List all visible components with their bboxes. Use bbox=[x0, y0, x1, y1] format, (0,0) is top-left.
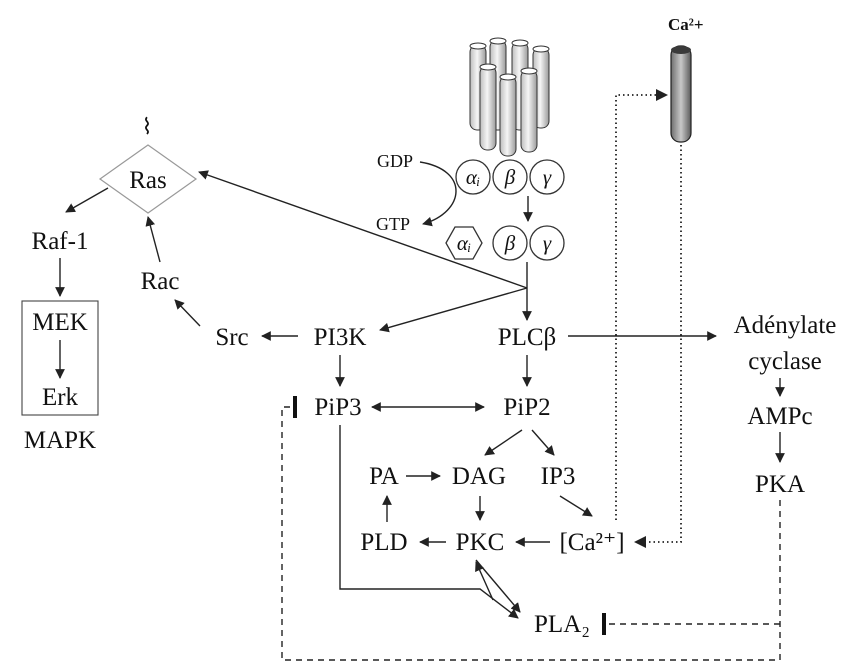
ampc-label: AMPc bbox=[747, 403, 812, 430]
calcium-feedback-dotted bbox=[615, 89, 682, 548]
beta-label: β bbox=[504, 165, 516, 189]
pkc-label: PKC bbox=[456, 529, 505, 556]
rac-label: Rac bbox=[141, 268, 180, 295]
pip3-label: PiP3 bbox=[314, 394, 361, 421]
calcium-channel-icon bbox=[670, 45, 692, 143]
pka-label: PKA bbox=[755, 471, 805, 498]
dag-label: DAG bbox=[452, 463, 506, 490]
pla2-label: PLA₂ bbox=[534, 611, 590, 638]
plcb-label: PLCβ bbox=[498, 324, 557, 351]
adenylate-label: Adénylate bbox=[734, 312, 837, 339]
gdp-label: GDP bbox=[377, 151, 413, 171]
pathway-arrows bbox=[55, 170, 785, 619]
ca-channel-label: Ca²+ bbox=[668, 15, 704, 34]
raf1-label: Raf-1 bbox=[32, 228, 89, 255]
pip2-label: PiP2 bbox=[503, 394, 550, 421]
cyclase-label: cyclase bbox=[748, 348, 822, 375]
pka-inhibition-dashed bbox=[281, 396, 781, 661]
mapk-box bbox=[21, 300, 99, 416]
alpha-i-active-label: αᵢ bbox=[457, 231, 471, 255]
pi3k-label: PI3K bbox=[314, 324, 367, 351]
beta-free-label: β bbox=[504, 231, 516, 255]
src-label: Src bbox=[215, 324, 248, 351]
ca-intracellular-label: [Ca²⁺] bbox=[559, 529, 624, 556]
erk-label: Erk bbox=[42, 384, 79, 411]
alpha-i-label: αᵢ bbox=[466, 165, 480, 189]
gamma-free-label: γ bbox=[543, 231, 552, 255]
alpha-i-gtp-hexagon bbox=[445, 226, 483, 260]
ip3-label: IP3 bbox=[541, 463, 576, 490]
pa-label: PA bbox=[369, 463, 399, 490]
lipid-anchor-icon: ⌇ bbox=[142, 114, 153, 139]
gamma-label: γ bbox=[543, 165, 552, 189]
g-protein-heterotrimer bbox=[455, 159, 565, 195]
gpcr-receptor-icon bbox=[469, 37, 550, 157]
ras-diamond bbox=[98, 144, 198, 214]
beta-gamma-dimer bbox=[492, 225, 565, 261]
pld-label: PLD bbox=[360, 529, 407, 556]
ras-label: Ras bbox=[129, 167, 167, 194]
mapk-label: MAPK bbox=[24, 427, 96, 454]
mek-label: MEK bbox=[32, 309, 88, 336]
gtp-label: GTP bbox=[376, 214, 410, 234]
